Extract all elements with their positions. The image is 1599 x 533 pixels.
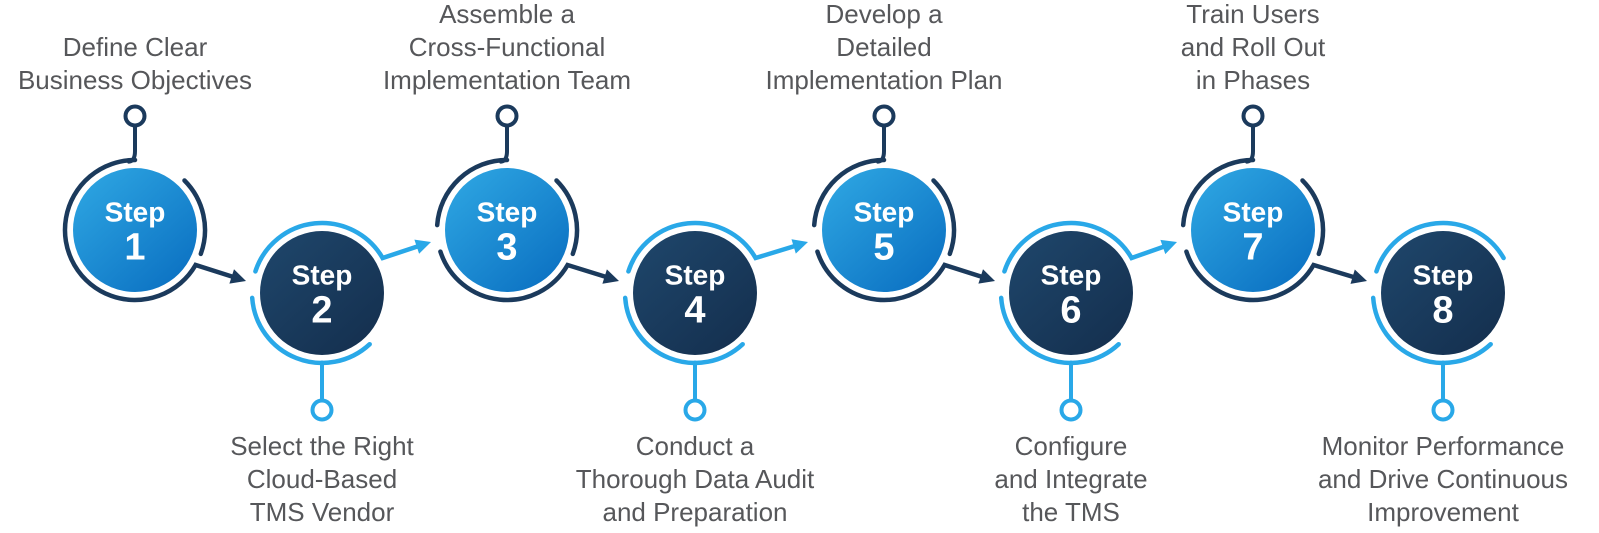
label-dot-2 — [310, 398, 334, 422]
step-ring-7 — [1180, 157, 1256, 228]
label-stem-1 — [127, 124, 137, 164]
step-ring-5 — [811, 157, 887, 228]
step-3 — [434, 104, 619, 303]
step-ring-3 — [434, 157, 510, 228]
step-7 — [1180, 104, 1367, 303]
step-ring-8 — [1370, 295, 1493, 366]
label-dot-3 — [495, 104, 519, 128]
step-1 — [62, 104, 246, 303]
connector-arrow-3-4 — [438, 249, 610, 303]
arrowhead-5-6 — [978, 269, 995, 284]
arrowhead-4-5 — [791, 239, 808, 254]
step-5 — [811, 104, 995, 303]
arrowhead-3-4 — [602, 269, 619, 284]
connector-arrow-1-2 — [62, 157, 237, 303]
label-dot-7 — [1241, 104, 1265, 128]
step-circle-5 — [822, 168, 946, 292]
label-dot-1 — [123, 104, 147, 128]
arrowhead-7-8 — [1350, 269, 1367, 284]
step-6 — [998, 220, 1177, 422]
arrowhead-2-3 — [414, 239, 431, 254]
step-circle-1 — [73, 168, 197, 292]
step-ring-4 — [622, 295, 745, 366]
step-circle-6 — [1009, 231, 1133, 355]
label-dot-5 — [872, 104, 896, 128]
connector-arrow-6-7 — [1002, 220, 1168, 274]
step-ring-7-right — [1300, 178, 1326, 257]
label-stem-5 — [876, 124, 886, 164]
label-dot-6 — [1059, 398, 1083, 422]
label-stem-7 — [1245, 124, 1255, 164]
step-ring-2 — [249, 295, 372, 366]
step-circle-4 — [633, 231, 757, 355]
label-stem-3 — [499, 124, 509, 164]
step-circle-3 — [445, 168, 569, 292]
connector-arrow-2-3 — [253, 220, 422, 274]
step-ring-3-right — [554, 178, 580, 257]
step-ring-6 — [998, 295, 1121, 366]
step-4 — [622, 220, 808, 422]
step-2 — [249, 220, 431, 422]
step-circle-8 — [1381, 231, 1505, 355]
connector-arrow-7-8 — [1184, 249, 1358, 303]
arrowhead-6-7 — [1160, 239, 1177, 255]
step-circle-2 — [260, 231, 384, 355]
connector-arrow-5-6 — [815, 249, 986, 303]
step-ring-5-right — [931, 178, 957, 257]
connector-arrow-4-5 — [626, 220, 799, 274]
step-8 — [1370, 220, 1506, 422]
label-dot-4 — [683, 398, 707, 422]
step-ring-8-main — [1374, 220, 1506, 274]
arrowhead-1-2 — [229, 269, 246, 284]
step-circle-7 — [1191, 168, 1315, 292]
step-ring-1-right — [182, 178, 208, 257]
label-dot-8 — [1431, 398, 1455, 422]
